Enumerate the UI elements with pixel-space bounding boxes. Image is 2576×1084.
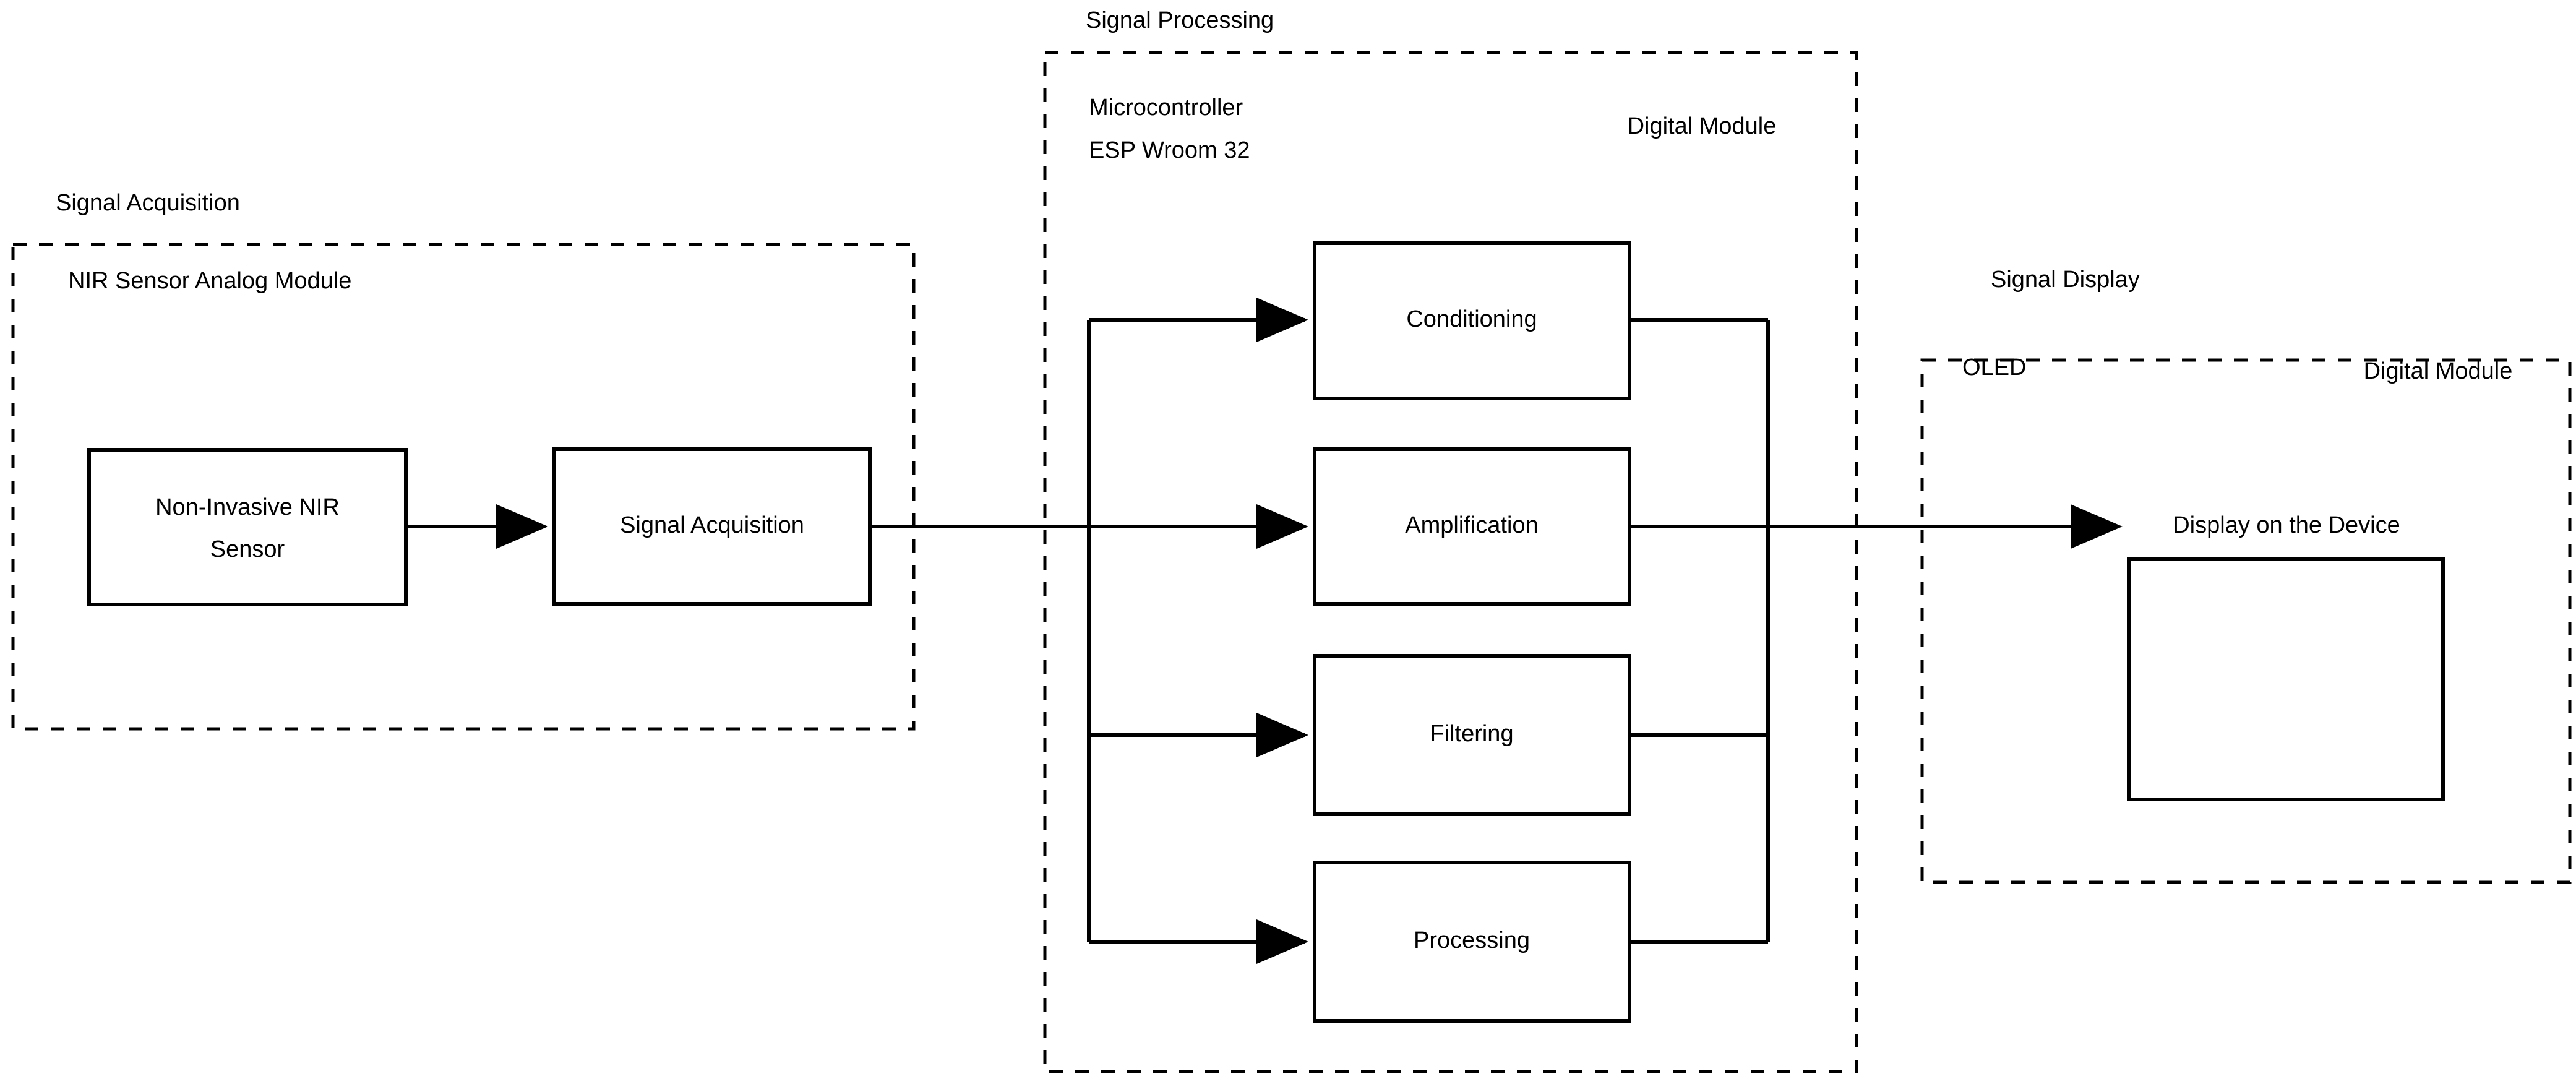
group-corner-label-display-digital-module: Digital Module [2364,358,2513,384]
block-filtering[interactable] [1313,654,1631,816]
block-conditioning[interactable] [1313,241,1631,400]
group-border-signal-display [1920,358,2572,884]
block-label-signal-acquisition: Signal Acquisition [620,512,804,538]
group-corner-label-processing-digital-module: Digital Module [1628,113,1777,139]
group-title-signal-processing: Signal Processing [1086,7,1274,33]
block-label-amplification: Amplification [1405,512,1538,538]
block-label-nir-sensor-line1: Non-Invasive NIR [155,494,340,520]
group-subtitle-esp-wroom-32: ESP Wroom 32 [1089,137,1250,163]
block-nir-sensor[interactable] [87,448,408,606]
group-title-signal-display: Signal Display [1991,267,2140,293]
block-label-nir-sensor-line2: Sensor [210,536,285,562]
block-amplification[interactable] [1313,447,1631,606]
group-subtitle-microcontroller: Microcontroller [1089,95,1243,121]
group-border-signal-acquisition [11,243,916,731]
group-border-signal-processing [1043,51,1858,1073]
group-subtitle-nir-analog-module: NIR Sensor Analog Module [68,268,351,294]
block-label-filtering: Filtering [1430,721,1513,747]
block-signal-acquisition[interactable] [552,447,872,606]
block-display-on-device[interactable] [2127,557,2445,801]
block-processing[interactable] [1313,861,1631,1023]
block-label-conditioning: Conditioning [1406,306,1537,332]
group-title-signal-acquisition: Signal Acquisition [56,190,240,216]
group-subtitle-oled: OLED [1962,355,2026,381]
block-label-processing: Processing [1414,927,1530,953]
block-label-display-on-device: Display on the Device [2173,512,2400,538]
